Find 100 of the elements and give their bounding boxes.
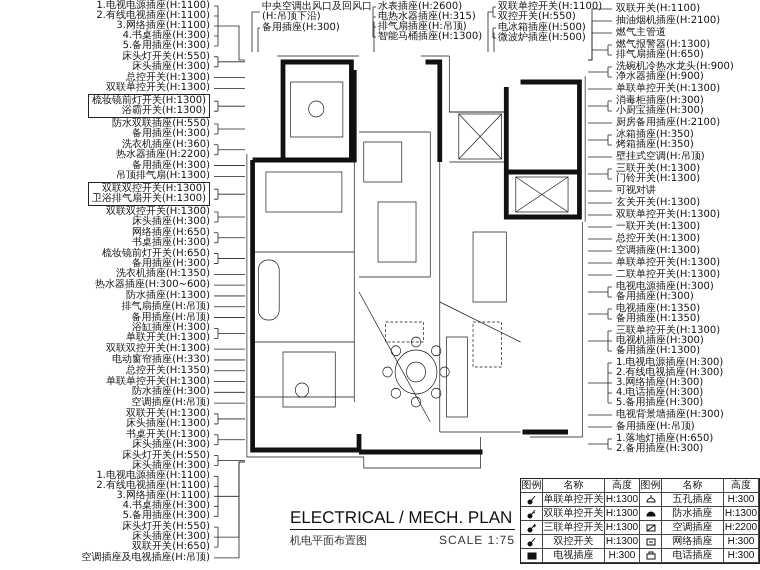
callout-label: 一联开关(H:1300) [616, 222, 700, 232]
callout-label: 洗碗机冷热水龙头(H:900) [616, 62, 734, 72]
callout-label: 浴霸开关(H:1300) [122, 106, 206, 116]
callout-label: 排气扇插座(H:吊顶) [378, 22, 467, 32]
leader-line [218, 332, 246, 334]
leader-line [214, 370, 246, 372]
symbol-name: 网络插座 [672, 536, 712, 546]
leader-line [214, 176, 246, 177]
leader-line [214, 306, 246, 308]
leader-line [214, 284, 246, 286]
callout-label: 1.落地灯插座(H:650) [616, 434, 714, 444]
symbol-name: 空调插座 [672, 522, 712, 532]
callout-label: 4.书桌插座(H:300) [122, 31, 210, 41]
callout-label: 备用插座(H:1300) [616, 346, 700, 356]
leader-line [588, 340, 608, 342]
callout-label: 排气扇插座(H:650) [616, 50, 704, 60]
leader-line [218, 26, 246, 60]
leader-line [492, 32, 494, 52]
leader-line [218, 106, 246, 107]
mount-height: H:300 [728, 494, 754, 504]
callout-label: 电视电源插座(H:300) [616, 282, 714, 292]
callout-label: 烤箱插座(H:350) [616, 140, 694, 150]
leader-line [588, 50, 608, 60]
leader-line [588, 88, 612, 90]
callout-label: 床头灯开关(H:550) [122, 52, 210, 62]
mount-height: H:1300 [606, 522, 638, 532]
callout-label: 壁挂式空调(H:吊顶) [616, 152, 705, 162]
callout-label: 防水插座(H:1300) [126, 290, 210, 301]
leader-line [588, 414, 612, 416]
callout-label: 5.备用插座(H:300) [616, 398, 704, 408]
callout-label: 网络插座(H:650) [132, 228, 210, 238]
leader-line [218, 258, 246, 259]
callout-label: 防水双联插座(H:550) [112, 118, 210, 129]
leader-line [218, 149, 246, 150]
callout-label: 备用插座(H:300) [132, 258, 210, 269]
column-header: 图例 [522, 480, 542, 490]
callout-label: 电视机插座(H:300) [616, 336, 704, 346]
leader-line [214, 381, 246, 382]
callout-label: 5.备用插座(H:300) [122, 511, 210, 522]
callout-label: 智能马桶插座(H:1300) [378, 32, 482, 42]
callout-label: 备用插座(H:300) [132, 160, 210, 171]
callout-label: 1.电视电源插座(H:300) [616, 358, 724, 368]
callout-label: 三联开关(H:1300) [616, 164, 700, 174]
callout-label: 双联开关(H:1300) [126, 408, 210, 419]
callout-label: 总控开关(H:1300) [616, 234, 700, 244]
callout-label: 单联开关(H:1300) [126, 333, 210, 344]
callout-label: 2.备用插座(H:300) [616, 444, 704, 454]
callout-label: 单联单控开关(H:1300) [616, 258, 720, 268]
callout-label: 双控开关(H:550) [498, 12, 576, 22]
leader-line [218, 439, 246, 440]
leader-line [218, 418, 246, 420]
mount-height: H:300 [728, 550, 754, 560]
scale-note: SCALE 1:75 [438, 533, 515, 548]
mount-height: H:300 [608, 550, 636, 560]
callout-label: 双联开关(H:650) [132, 542, 210, 552]
leader-line [372, 22, 374, 52]
callout-label: 床头插座(H:300) [132, 440, 210, 450]
leader-line [218, 61, 246, 62]
column-header: 名称 [564, 480, 584, 490]
column-header: 图例 [640, 480, 660, 490]
callout-label: 电视插座(H:1350) [616, 304, 700, 314]
column-header: 高度 [612, 480, 632, 490]
callout-label: 燃气报警器(H:1300) [616, 40, 710, 50]
leader-line [588, 250, 612, 252]
callout-label: 空调插座及电视插座(H:吊顶) [81, 552, 210, 563]
mount-height: H:1300 [606, 536, 638, 546]
leader-line [588, 156, 612, 158]
callout-label: 双联开关(H:1100) [616, 4, 700, 14]
callout-label: 冰箱插座(H:350) [616, 130, 694, 140]
leader-line [218, 128, 246, 130]
callout-label: 电视背景墙插座(H:300) [616, 410, 724, 420]
mount-height: H:2200 [724, 522, 758, 532]
leader-line [214, 274, 246, 275]
callout-label: 5.备用插座(H:300) [122, 41, 210, 51]
leader-line [214, 392, 246, 393]
leader-line [218, 194, 246, 195]
symbol-name: 防水插座 [672, 508, 712, 518]
callout-label: 书桌开关(H:1300) [126, 430, 210, 440]
mount-height: H:1300 [724, 508, 758, 518]
symbol-name: 电视插座 [554, 550, 594, 560]
callout-label: 总控开关(H:1350) [126, 366, 210, 376]
leader-line [588, 238, 612, 240]
callout-frame [88, 94, 210, 118]
callout-label: 小厨宝插座(H:300) [616, 106, 704, 116]
symbol-name: 五孔插座 [672, 494, 712, 504]
callout-label: 3.网络插座(H:300) [616, 378, 704, 388]
callout-label: 可视对讲 [616, 186, 656, 196]
callout-label: 书桌插座(H:300) [132, 238, 210, 248]
leader-line [588, 122, 612, 124]
mount-height: H:300 [728, 536, 754, 546]
symbol-name: 双控开关 [554, 536, 594, 546]
callout-label: 备用插座(H:吊顶) [616, 422, 695, 432]
leader-line [588, 202, 612, 204]
callout-label: 消毒柜插座(H:300) [616, 96, 704, 106]
callout-label: 3.网络插座(H:1100) [116, 21, 210, 31]
callout-label: 厨房备用插座(H:2100) [616, 118, 720, 128]
callout-label: 水表插座(H:2600) [378, 2, 462, 12]
callout-label: 燃气主管道 [616, 28, 666, 38]
callout-label: 床头插座(H:1300) [126, 418, 210, 429]
callout-label: 2.有线电视插座(H:300) [616, 368, 724, 378]
